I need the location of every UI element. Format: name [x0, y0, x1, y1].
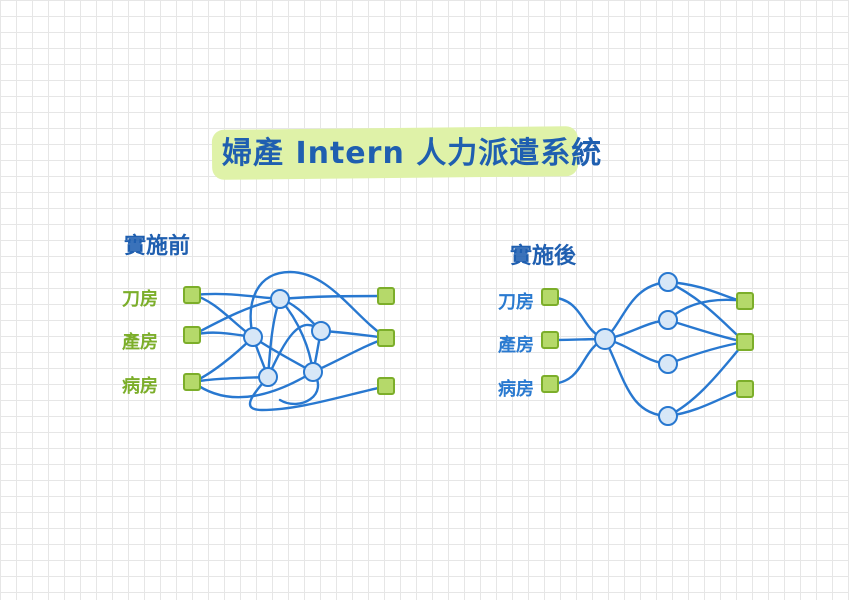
after-node-1	[658, 272, 678, 292]
before-node-1	[270, 289, 290, 309]
before-connection-6	[191, 375, 270, 384]
before-right-square-2	[377, 329, 395, 347]
before-connection-19	[311, 336, 389, 374]
before-left-square-2	[183, 326, 201, 344]
after-right-square-1	[736, 292, 754, 310]
before-node-4	[258, 367, 278, 387]
after-node-3	[658, 354, 678, 374]
after-connection-8	[666, 280, 747, 303]
before-right-square-1	[377, 287, 395, 305]
before-left-square-1	[183, 286, 201, 304]
after-hub-node	[594, 328, 616, 350]
after-right-square-3	[736, 380, 754, 398]
after-heading: 實施後	[510, 244, 577, 269]
page-title: 婦產 Intern 人力派遣系統	[222, 136, 603, 171]
after-node-4	[658, 406, 678, 426]
after-connection-13	[666, 387, 747, 418]
before-connection-17	[248, 375, 389, 412]
before-node-2	[243, 327, 263, 347]
after-left-square-2	[541, 331, 559, 349]
after-label-delivery: 產房	[498, 335, 534, 356]
after-connection-11	[666, 340, 747, 366]
before-connection-7	[191, 370, 315, 399]
after-label-or: 刀房	[498, 292, 534, 313]
before-heading: 實施前	[124, 234, 191, 259]
before-left-square-3	[183, 373, 201, 391]
before-connection-8	[278, 294, 389, 301]
after-node-2	[658, 310, 678, 330]
after-connections	[549, 280, 747, 418]
hub-nodes	[243, 272, 678, 426]
before-connection-5	[191, 335, 255, 384]
before-label-delivery: 產房	[122, 332, 158, 353]
before-connection-11	[278, 297, 315, 374]
after-connection-7	[603, 337, 670, 418]
endpoint-squares	[183, 286, 754, 398]
before-connection-1	[191, 292, 282, 301]
after-left-square-3	[541, 375, 559, 393]
before-node-3	[311, 321, 331, 341]
before-right-square-3	[377, 377, 395, 395]
before-node-5	[303, 362, 323, 382]
before-connections	[191, 270, 389, 412]
after-label-ward: 病房	[498, 379, 534, 400]
before-label-ward: 病房	[122, 376, 158, 397]
after-connection-4	[603, 280, 670, 341]
before-connection-13	[251, 335, 315, 374]
after-left-square-1	[541, 288, 559, 306]
after-connection-14	[666, 298, 747, 322]
after-right-square-2	[736, 333, 754, 351]
before-label-or: 刀房	[122, 289, 158, 310]
before-connection-4	[191, 297, 282, 337]
before-connection-12	[249, 270, 389, 340]
